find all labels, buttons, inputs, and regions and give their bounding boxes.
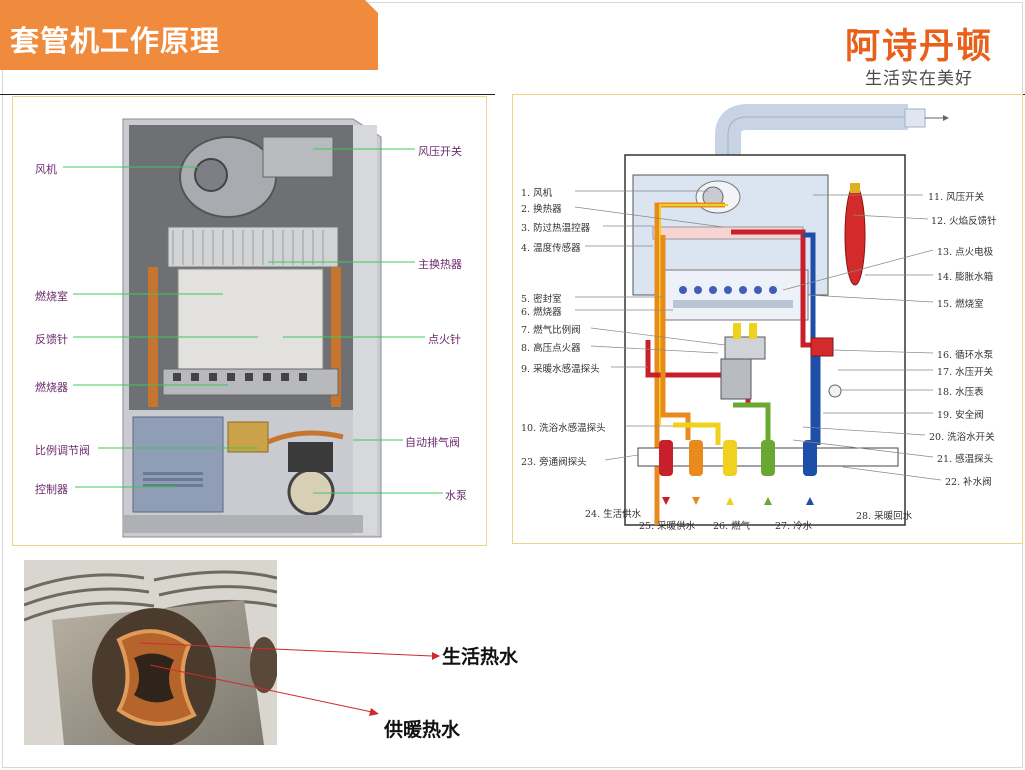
schematic-label-13: 13. 点火电极: [937, 247, 994, 258]
label-combustion-chamber: 燃烧室: [35, 290, 68, 303]
label-air-pressure-switch: 风压开关: [418, 145, 462, 158]
schematic-label-26: 26. 燃气: [713, 521, 751, 532]
schematic-label-18: 18. 水压表: [937, 387, 984, 398]
page-title: 套管机工作原理: [10, 24, 221, 58]
callout-heating-hot-water: 供暖热水: [384, 719, 461, 741]
schematic-label-9: 9. 采暖水感温探头: [521, 364, 600, 375]
schematic-label-20: 20. 洗浴水开关: [929, 432, 995, 443]
schematic-label-7: 7. 燃气比例阀: [521, 325, 581, 336]
schematic-label-4: 4. 温度传感器: [521, 243, 581, 254]
tube-cross-section-photo: [24, 560, 277, 745]
schematic-label-2: 2. 换热器: [521, 204, 562, 215]
title-banner: [0, 0, 378, 70]
boiler-schematic: [574, 104, 949, 526]
schematic-label-25: 25. 采暖供水: [639, 521, 696, 532]
brand-logo-text: 阿诗丹顿: [845, 27, 994, 67]
schematic-label-11: 11. 风压开关: [928, 192, 985, 203]
schematic-label-8: 8. 高压点火器: [521, 343, 581, 354]
label-water-pump: 水泵: [445, 489, 467, 502]
schematic-label-10: 10. 洗浴水感温探头: [521, 423, 606, 434]
schematic-label-22: 22. 补水阀: [945, 477, 992, 488]
callout-domestic-hot-water: 生活热水: [442, 646, 519, 668]
label-auto-air-vent: 自动排气阀: [405, 436, 460, 449]
schematic-label-5: 5. 密封室: [521, 294, 562, 305]
schematic-label-19: 19. 安全阀: [937, 410, 984, 421]
schematic-label-21: 21. 感温探头: [937, 454, 994, 465]
schematic-label-16: 16. 循环水泵: [937, 350, 994, 361]
schematic-label-28: 28. 采暖回水: [856, 511, 913, 522]
label-fan: 风机: [35, 163, 57, 176]
label-feedback-pin: 反馈针: [35, 333, 68, 346]
schematic-label-6: 6. 燃烧器: [521, 307, 562, 318]
schematic-label-1: 1. 风机: [521, 188, 553, 199]
boiler-illustration: [63, 118, 443, 538]
label-ignition-pin: 点火针: [428, 333, 461, 346]
schematic-label-23: 23. 旁通阀探头: [521, 457, 587, 468]
header-divider-left: [0, 94, 495, 95]
schematic-label-24: 24. 生活供水: [585, 509, 642, 520]
label-main-heat-exchanger: 主换热器: [418, 258, 462, 271]
brand-slogan: 生活实在美好: [865, 69, 973, 89]
label-controller: 控制器: [35, 483, 68, 496]
schematic-label-17: 17. 水压开关: [937, 367, 994, 378]
label-burner: 燃烧器: [35, 381, 68, 394]
schematic-label-3: 3. 防过热温控器: [521, 223, 591, 234]
boiler-photo-panel: 风机 燃烧室 反馈针 燃烧器 比例调节阀 控制器 风压开关 主换热器 点火针 自…: [12, 96, 487, 546]
schematic-label-14: 14. 膨胀水箱: [937, 272, 994, 283]
schematic-label-12: 12. 火焰反馈针: [931, 216, 997, 227]
schematic-label-27: 27. 冷水: [775, 521, 813, 532]
boiler-schematic-panel: 1. 风机 2. 换热器 3. 防过热温控器 4. 温度传感器 5. 密封室 6…: [512, 94, 1023, 544]
label-proportional-valve: 比例调节阀: [35, 444, 90, 457]
schematic-label-15: 15. 燃烧室: [937, 299, 984, 310]
